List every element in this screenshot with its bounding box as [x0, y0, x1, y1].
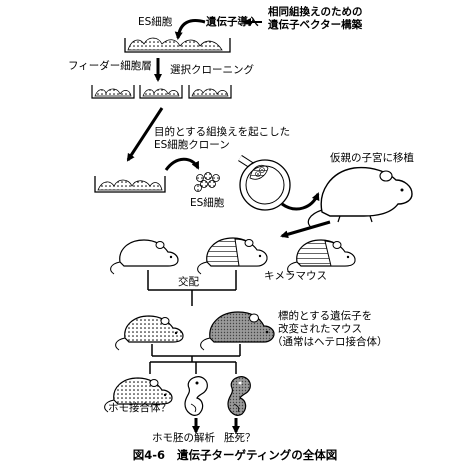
birth-arrow — [280, 220, 331, 239]
label-gene-introduction: 遺伝子導入 — [206, 16, 259, 28]
label-lethal: 胚死？ — [224, 432, 256, 444]
embryo-1 — [184, 376, 208, 416]
label-feeder-layer: フィーダー細胞層 — [68, 60, 152, 72]
label-target-clone-line1: 目的とする組換えを起こした — [154, 126, 291, 138]
label-embryo-analysis: ホモ胚の解析 — [152, 432, 215, 444]
label-vector-line2: 遺伝子ベクター構築 — [268, 19, 363, 31]
gene-introduction-arrow — [174, 19, 206, 40]
select-clone-arrow — [126, 107, 164, 162]
label-modified-line3: （通常はヘテロ接合体） — [272, 336, 388, 348]
embryo-2 — [227, 376, 251, 416]
label-selective-cloning: 選択クローニング — [170, 64, 254, 76]
mouse-heterozygote — [200, 311, 275, 351]
label-modified-line2: 改変されたマウス — [278, 323, 362, 335]
mouse-white-1 — [110, 239, 179, 275]
label-vector-line1: 相同組換えのための — [268, 6, 363, 18]
label-mating: 交配 — [178, 276, 199, 288]
selected-clone-dish — [94, 176, 166, 193]
es-cell-dish-top — [124, 37, 231, 53]
mouse-homozygote — [104, 377, 173, 413]
label-target-clone-line2: ES細胞クローン — [154, 139, 230, 151]
mouse-chimera-2 — [287, 239, 356, 275]
label-pseudo-transplant: 仮親の子宮に移植 — [330, 152, 414, 164]
label-modified-line1: 標的とする遺伝子を — [278, 310, 373, 322]
label-chimera-mouse: キメラマウス — [264, 270, 327, 282]
clone-dish-1 — [91, 85, 135, 99]
foster-mother-mouse — [307, 166, 413, 229]
clone-dish-2 — [139, 85, 183, 99]
label-es-cells-small: ES細胞 — [190, 197, 225, 209]
caption-number: 図4-6 — [132, 448, 165, 462]
label-es-cells-top: ES細胞 — [138, 16, 173, 28]
transplant-arrow — [281, 192, 320, 211]
figure-caption: 図4-6 遺伝子ターゲティングの全体図 — [0, 447, 470, 463]
blastocyst — [239, 159, 291, 211]
cross-connector — [149, 344, 241, 374]
label-homozygote: ホモ接合体？ — [108, 402, 171, 414]
curve-arrow-es — [164, 157, 200, 171]
mouse-dotted — [115, 315, 184, 351]
mouse-chimera-1 — [197, 237, 268, 275]
clone-dish-3 — [188, 85, 232, 99]
caption-title: 遺伝子ターゲティングの全体図 — [176, 448, 338, 462]
mating-connector — [147, 270, 237, 306]
es-cells-cluster — [194, 172, 220, 192]
